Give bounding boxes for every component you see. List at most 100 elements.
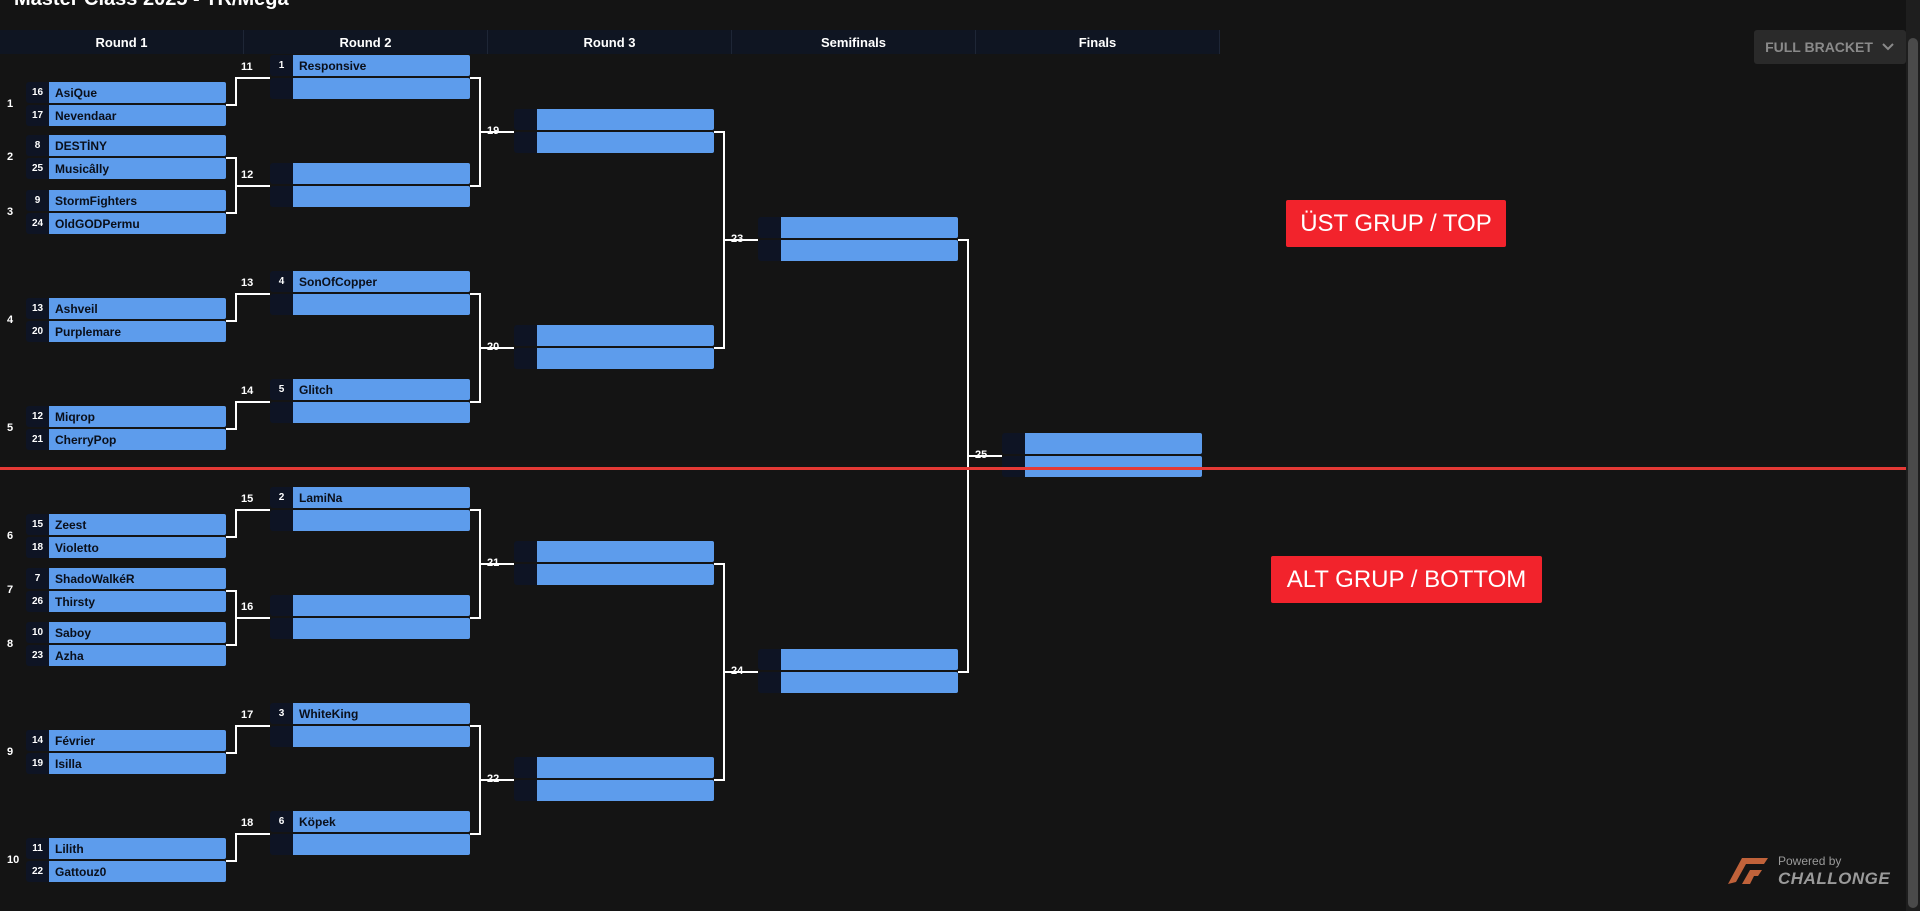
round-header-semifinals: Semifinals — [732, 30, 976, 54]
bracket-connector — [235, 293, 237, 322]
bracket-connector — [714, 131, 723, 133]
team-name — [781, 672, 958, 693]
team-slot[interactable] — [270, 510, 470, 531]
team-name: CherryPop — [49, 429, 226, 450]
team-slot[interactable] — [514, 564, 714, 585]
match-number: 1 — [7, 98, 14, 110]
bracket-connector — [967, 455, 1002, 457]
team-slot[interactable] — [758, 217, 958, 238]
team-seed — [758, 217, 781, 238]
round3-match[interactable] — [514, 757, 714, 803]
final-match[interactable] — [1002, 433, 1202, 479]
team-slot[interactable] — [514, 132, 714, 153]
semifinal-match[interactable] — [758, 649, 958, 695]
vertical-scrollbar[interactable] — [1906, 0, 1920, 911]
team-seed: 5 — [270, 379, 293, 400]
semifinal-match[interactable] — [758, 217, 958, 263]
team-name: Miqrop — [49, 406, 226, 427]
bracket-connector — [479, 563, 514, 565]
team-slot[interactable] — [270, 618, 470, 639]
full-bracket-dropdown[interactable]: FULL BRACKET — [1754, 30, 1906, 64]
round3-match[interactable] — [514, 325, 714, 371]
team-slot[interactable] — [270, 294, 470, 315]
team-slot[interactable] — [1002, 433, 1202, 454]
round3-match[interactable] — [514, 109, 714, 155]
bracket-connector — [479, 779, 514, 781]
team-slot[interactable] — [514, 757, 714, 778]
team-slot[interactable] — [270, 186, 470, 207]
team-slot[interactable] — [514, 541, 714, 562]
team-slot[interactable] — [270, 402, 470, 423]
round2-match[interactable] — [270, 595, 470, 641]
team-slot[interactable] — [270, 595, 470, 616]
team-slot[interactable] — [514, 325, 714, 346]
team-seed — [514, 780, 537, 801]
round2-match[interactable] — [270, 163, 470, 209]
team-slot[interactable] — [514, 780, 714, 801]
bracket-connector — [235, 617, 270, 619]
team-seed — [758, 649, 781, 670]
team-slot[interactable] — [1002, 456, 1202, 477]
team-name — [537, 109, 714, 130]
scrollbar-thumb[interactable] — [1908, 38, 1918, 908]
team-slot[interactable] — [758, 672, 958, 693]
team-seed — [270, 402, 293, 423]
team-slot[interactable] — [758, 649, 958, 670]
bracket-connector — [235, 77, 237, 106]
team-name: Zeest — [49, 514, 226, 535]
team-seed: 4 — [270, 271, 293, 292]
team-slot[interactable] — [514, 109, 714, 130]
team-slot[interactable] — [270, 726, 470, 747]
team-slot[interactable] — [270, 78, 470, 99]
team-slot[interactable] — [514, 348, 714, 369]
team-name: Gattouz0 — [49, 861, 226, 882]
round3-match[interactable] — [514, 541, 714, 587]
team-slot[interactable] — [758, 240, 958, 261]
bracket-connector — [226, 320, 235, 322]
team-slot[interactable] — [270, 163, 470, 184]
team-slot[interactable] — [270, 834, 470, 855]
